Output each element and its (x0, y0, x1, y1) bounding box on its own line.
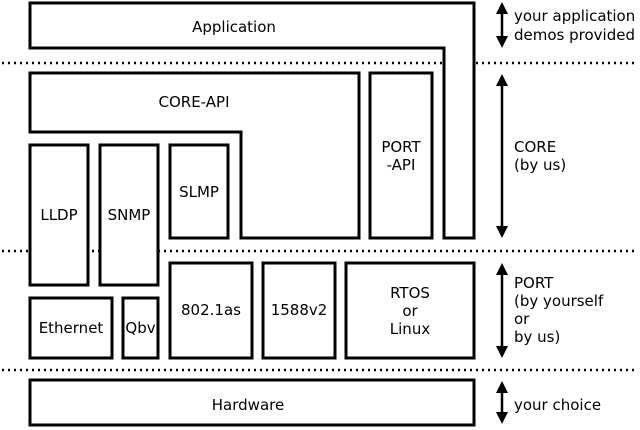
rtos-linux-block (344, 261, 476, 360)
application-layer-arrow (496, 2, 508, 48)
application-layer-desc-line1: your application (514, 7, 635, 25)
rtos-label-line1: RTOS (390, 284, 430, 302)
core-api-block (28, 71, 361, 240)
rtos-label-line3: Linux (390, 320, 431, 338)
slmp-label: SLMP (179, 183, 219, 201)
port-api-label-line2: -API (387, 156, 416, 174)
port-layer-desc-line3: or (514, 310, 530, 328)
port-api-block (368, 71, 434, 240)
lldp-label: LLDP (40, 206, 77, 224)
application-layer-desc-line2: demos provided (514, 26, 635, 44)
core-layer-desc-line2: (by us) (514, 156, 566, 174)
port-layer-desc-line1: PORT (514, 274, 554, 292)
qbv-label: Qbv (125, 319, 155, 337)
hardware-layer-arrow (496, 381, 508, 424)
qbv-block (121, 296, 160, 360)
core-layer-arrow (496, 74, 508, 238)
core-api-label: CORE-API (159, 93, 230, 111)
port-layer-desc-line2: (by yourself (514, 292, 604, 310)
core-layer-desc-line1: CORE (514, 138, 556, 156)
hardware-layer-desc: your choice (514, 396, 601, 414)
snmp-label: SNMP (108, 206, 151, 224)
hardware-block (28, 378, 476, 427)
application-block (28, 1, 476, 240)
802-1as-block (168, 261, 254, 360)
port-layer-arrow (496, 263, 508, 358)
snmp-block (98, 143, 160, 287)
802-1as-label: 802.1as (181, 301, 241, 319)
port-layer-desc-line4: by us) (514, 328, 560, 346)
application-label: Application (192, 18, 276, 36)
hardware-label: Hardware (212, 396, 284, 414)
1588v2-label: 1588v2 (271, 301, 328, 319)
lldp-block (28, 143, 90, 287)
slmp-block (168, 143, 230, 240)
ethernet-block (28, 296, 114, 360)
rtos-label-line2: or (402, 302, 418, 320)
ethernet-label: Ethernet (39, 319, 104, 337)
1588v2-block (261, 261, 337, 360)
port-api-label-line1: PORT (381, 138, 421, 156)
